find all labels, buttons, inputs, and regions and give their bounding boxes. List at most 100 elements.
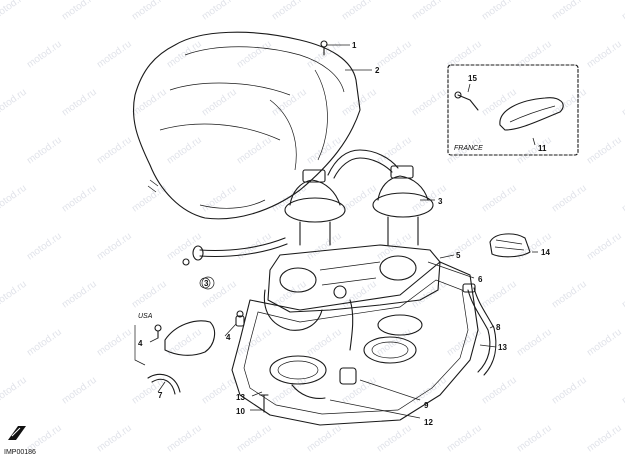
watermark-text: motod.ru xyxy=(0,375,29,407)
watermark-text: motod.ru xyxy=(340,375,379,407)
watermark-text: motod.ru xyxy=(410,0,449,22)
watermark-text: motod.ru xyxy=(375,327,414,359)
watermark-text: motod.ru xyxy=(235,39,274,71)
watermark-text: motod.ru xyxy=(25,327,64,359)
watermark-text: motod.ru xyxy=(60,183,99,215)
watermark-text: motod.ru xyxy=(515,39,554,71)
watermark-text: motod.ru xyxy=(200,375,239,407)
watermark-text: motod.ru xyxy=(60,87,99,119)
watermark-text: motod.ru xyxy=(0,87,29,119)
watermark-text: motod.ru xyxy=(0,183,29,215)
watermark-text: motod.ru xyxy=(480,0,519,22)
callout-labels: 1 2 3 3 4 4 5 6 7 8 9 10 11 12 13 13 14 … xyxy=(138,41,550,427)
watermark-text: motod.ru xyxy=(620,279,625,311)
leader-lines xyxy=(149,44,538,419)
region-labels: USA FRANCE xyxy=(138,145,483,320)
callout-13-left: 13 xyxy=(236,393,245,402)
watermark-text: motod.ru xyxy=(165,39,204,71)
watermark-text: motod.ru xyxy=(585,327,624,359)
watermark-text: motod.ru xyxy=(305,423,344,455)
carburetor-body xyxy=(263,244,441,351)
watermark-text: motod.ru xyxy=(410,87,449,119)
watermark-text: motod.ru xyxy=(480,87,519,119)
watermark-text: motod.ru xyxy=(95,327,134,359)
france-inset xyxy=(447,64,579,156)
watermark-text: motod.ru xyxy=(95,135,134,167)
callout-3-circled: 3 xyxy=(204,279,209,288)
watermark-text: motod.ru xyxy=(620,0,625,22)
screw-1 xyxy=(320,40,328,56)
watermark-text: motod.ru xyxy=(550,0,589,22)
watermark-text: motod.ru xyxy=(0,0,29,22)
callout-11: 11 xyxy=(538,144,547,153)
callout-13-right: 13 xyxy=(498,343,507,352)
strap-7 xyxy=(147,373,181,395)
watermark-text: motod.ru xyxy=(235,327,274,359)
airbox-cover xyxy=(132,31,361,220)
watermark-layer: motod.ru motod.ru motod.ru motod.ru motod.ru… xyxy=(0,0,625,454)
watermark-text: motod.ru xyxy=(25,135,64,167)
callout-9: 9 xyxy=(424,401,429,410)
watermark-text: motod.ru xyxy=(165,135,204,167)
vent-hose xyxy=(327,149,399,179)
watermark-text: motod.ru xyxy=(95,39,134,71)
watermark-text: motod.ru xyxy=(340,0,379,22)
watermark-text: motod.ru xyxy=(305,327,344,359)
watermark-text: motod.ru xyxy=(270,375,309,407)
watermark-text: motod.ru xyxy=(550,183,589,215)
watermark-text: motod.ru xyxy=(515,423,554,455)
region-usa: USA xyxy=(138,313,153,320)
watermark-text: motod.ru xyxy=(585,423,624,455)
watermark-text: motod.ru xyxy=(375,135,414,167)
callout-4-usa: 4 xyxy=(138,339,143,348)
watermark-text: motod.ru xyxy=(340,183,379,215)
breather-hose xyxy=(182,237,288,289)
watermark-text: motod.ru xyxy=(620,87,625,119)
callout-4: 4 xyxy=(226,333,231,342)
watermark-text: motod.ru xyxy=(95,423,134,455)
diagram-code: IMP00186 xyxy=(4,449,36,456)
watermark-text: motod.ru xyxy=(25,39,64,71)
callout-15: 15 xyxy=(468,74,477,83)
watermark-text: motod.ru xyxy=(445,423,484,455)
callout-1: 1 xyxy=(352,41,357,50)
watermark-text: motod.ru xyxy=(480,279,519,311)
watermark-text: motod.ru xyxy=(165,423,204,455)
watermark-text: motod.ru xyxy=(270,0,309,22)
watermark-text: motod.ru xyxy=(480,375,519,407)
watermark-text: motod.ru xyxy=(305,231,344,263)
watermark-text: motod.ru xyxy=(60,375,99,407)
region-france: FRANCE xyxy=(454,145,483,152)
rubber-boot-right xyxy=(372,165,434,246)
watermark-text: motod.ru xyxy=(480,183,519,215)
watermark-text: motod.ru xyxy=(445,231,484,263)
callout-14: 14 xyxy=(541,248,550,257)
hose-8 xyxy=(462,283,497,376)
watermark-text: motod.ru xyxy=(0,279,29,311)
watermark-text: motod.ru xyxy=(130,0,169,22)
watermark-text: motod.ru xyxy=(445,39,484,71)
watermark-text: motod.ru xyxy=(585,135,624,167)
watermark-text: motod.ru xyxy=(130,279,169,311)
watermark-text: motod.ru xyxy=(235,135,274,167)
publisher-logo xyxy=(8,426,26,440)
pad-14 xyxy=(489,233,531,258)
watermark-text: motod.ru xyxy=(165,231,204,263)
callout-3: 3 xyxy=(438,197,443,206)
watermark-text: motod.ru xyxy=(200,87,239,119)
usa-inset xyxy=(134,320,216,366)
watermark-text: motod.ru xyxy=(550,375,589,407)
watermark-text: motod.ru xyxy=(200,183,239,215)
watermark-text: motod.ru xyxy=(515,327,554,359)
watermark-text: motod.ru xyxy=(620,375,625,407)
watermark-text: motod.ru xyxy=(585,39,624,71)
watermark-text: motod.ru xyxy=(550,279,589,311)
watermark-text: motod.ru xyxy=(60,0,99,22)
watermark-text: motod.ru xyxy=(95,231,134,263)
watermark-text: motod.ru xyxy=(515,135,554,167)
watermark-text: motod.ru xyxy=(25,231,64,263)
watermark-text: motod.ru xyxy=(585,231,624,263)
callout-5: 5 xyxy=(456,251,461,260)
